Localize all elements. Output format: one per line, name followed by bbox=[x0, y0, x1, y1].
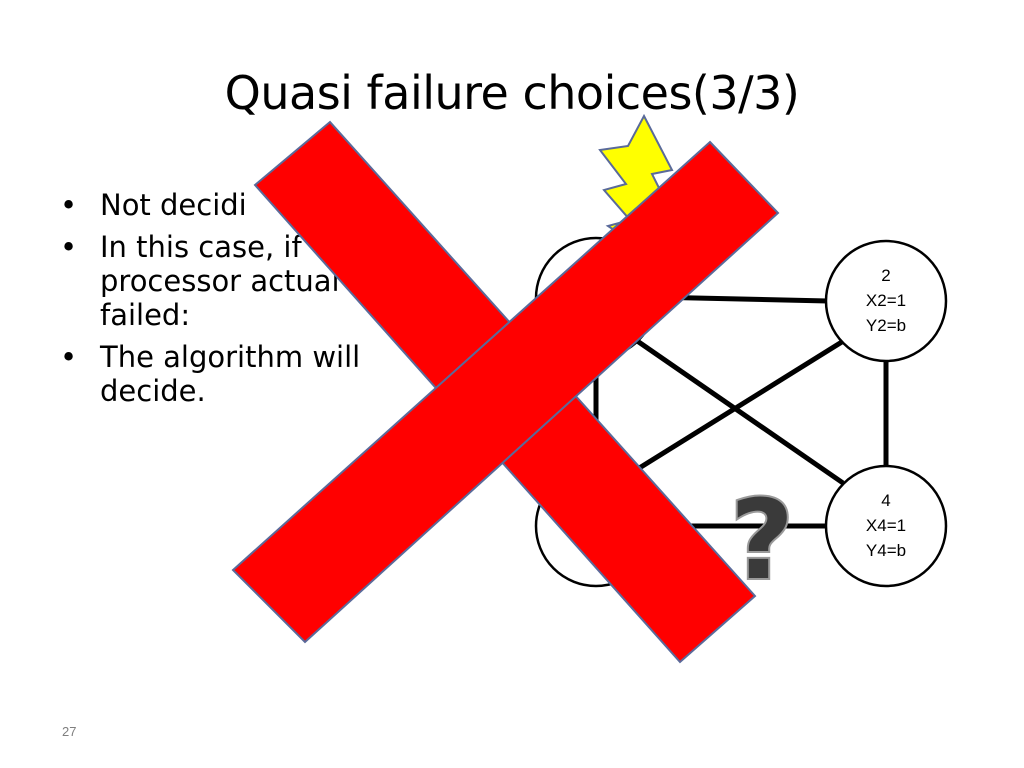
bullet-item: In this case, if processor actual failed… bbox=[60, 230, 960, 332]
graph-node-2: 2 X2=1 Y2=b bbox=[824, 239, 948, 363]
node-label: Y4=b bbox=[866, 541, 906, 560]
graph-node-4: 4 X4=1 Y4=b bbox=[824, 464, 948, 588]
bullet-item: Not decidi bbox=[60, 188, 960, 222]
node-label: X4=1 bbox=[866, 516, 906, 535]
bullet-line: decide. bbox=[100, 374, 206, 408]
bullet-item: The algorithm will decide. bbox=[60, 340, 960, 408]
bullet-line: processor actual bbox=[100, 264, 340, 298]
cross-icon bbox=[231, 120, 780, 664]
bullet-line: Not decidi bbox=[100, 188, 247, 222]
node-label: 2 bbox=[881, 266, 890, 285]
bullet-line: failed: bbox=[100, 298, 191, 332]
slide-number: 27 bbox=[62, 724, 77, 739]
node-label: 4 bbox=[881, 491, 890, 510]
node-label: Y2=b bbox=[866, 316, 906, 335]
bullet-line: The algorithm will bbox=[100, 340, 361, 374]
bullet-list: Not decidi In this case, if processor ac… bbox=[60, 188, 960, 416]
bullet-line: In this case, if bbox=[100, 230, 302, 264]
cross-stroke-b bbox=[231, 140, 780, 644]
slide-title: Quasi failure choices(3/3) bbox=[224, 66, 800, 120]
edge-2-3 bbox=[618, 337, 847, 483]
node-label: X2=1 bbox=[866, 291, 906, 310]
node-circle bbox=[824, 239, 948, 363]
node-circle bbox=[824, 464, 948, 588]
